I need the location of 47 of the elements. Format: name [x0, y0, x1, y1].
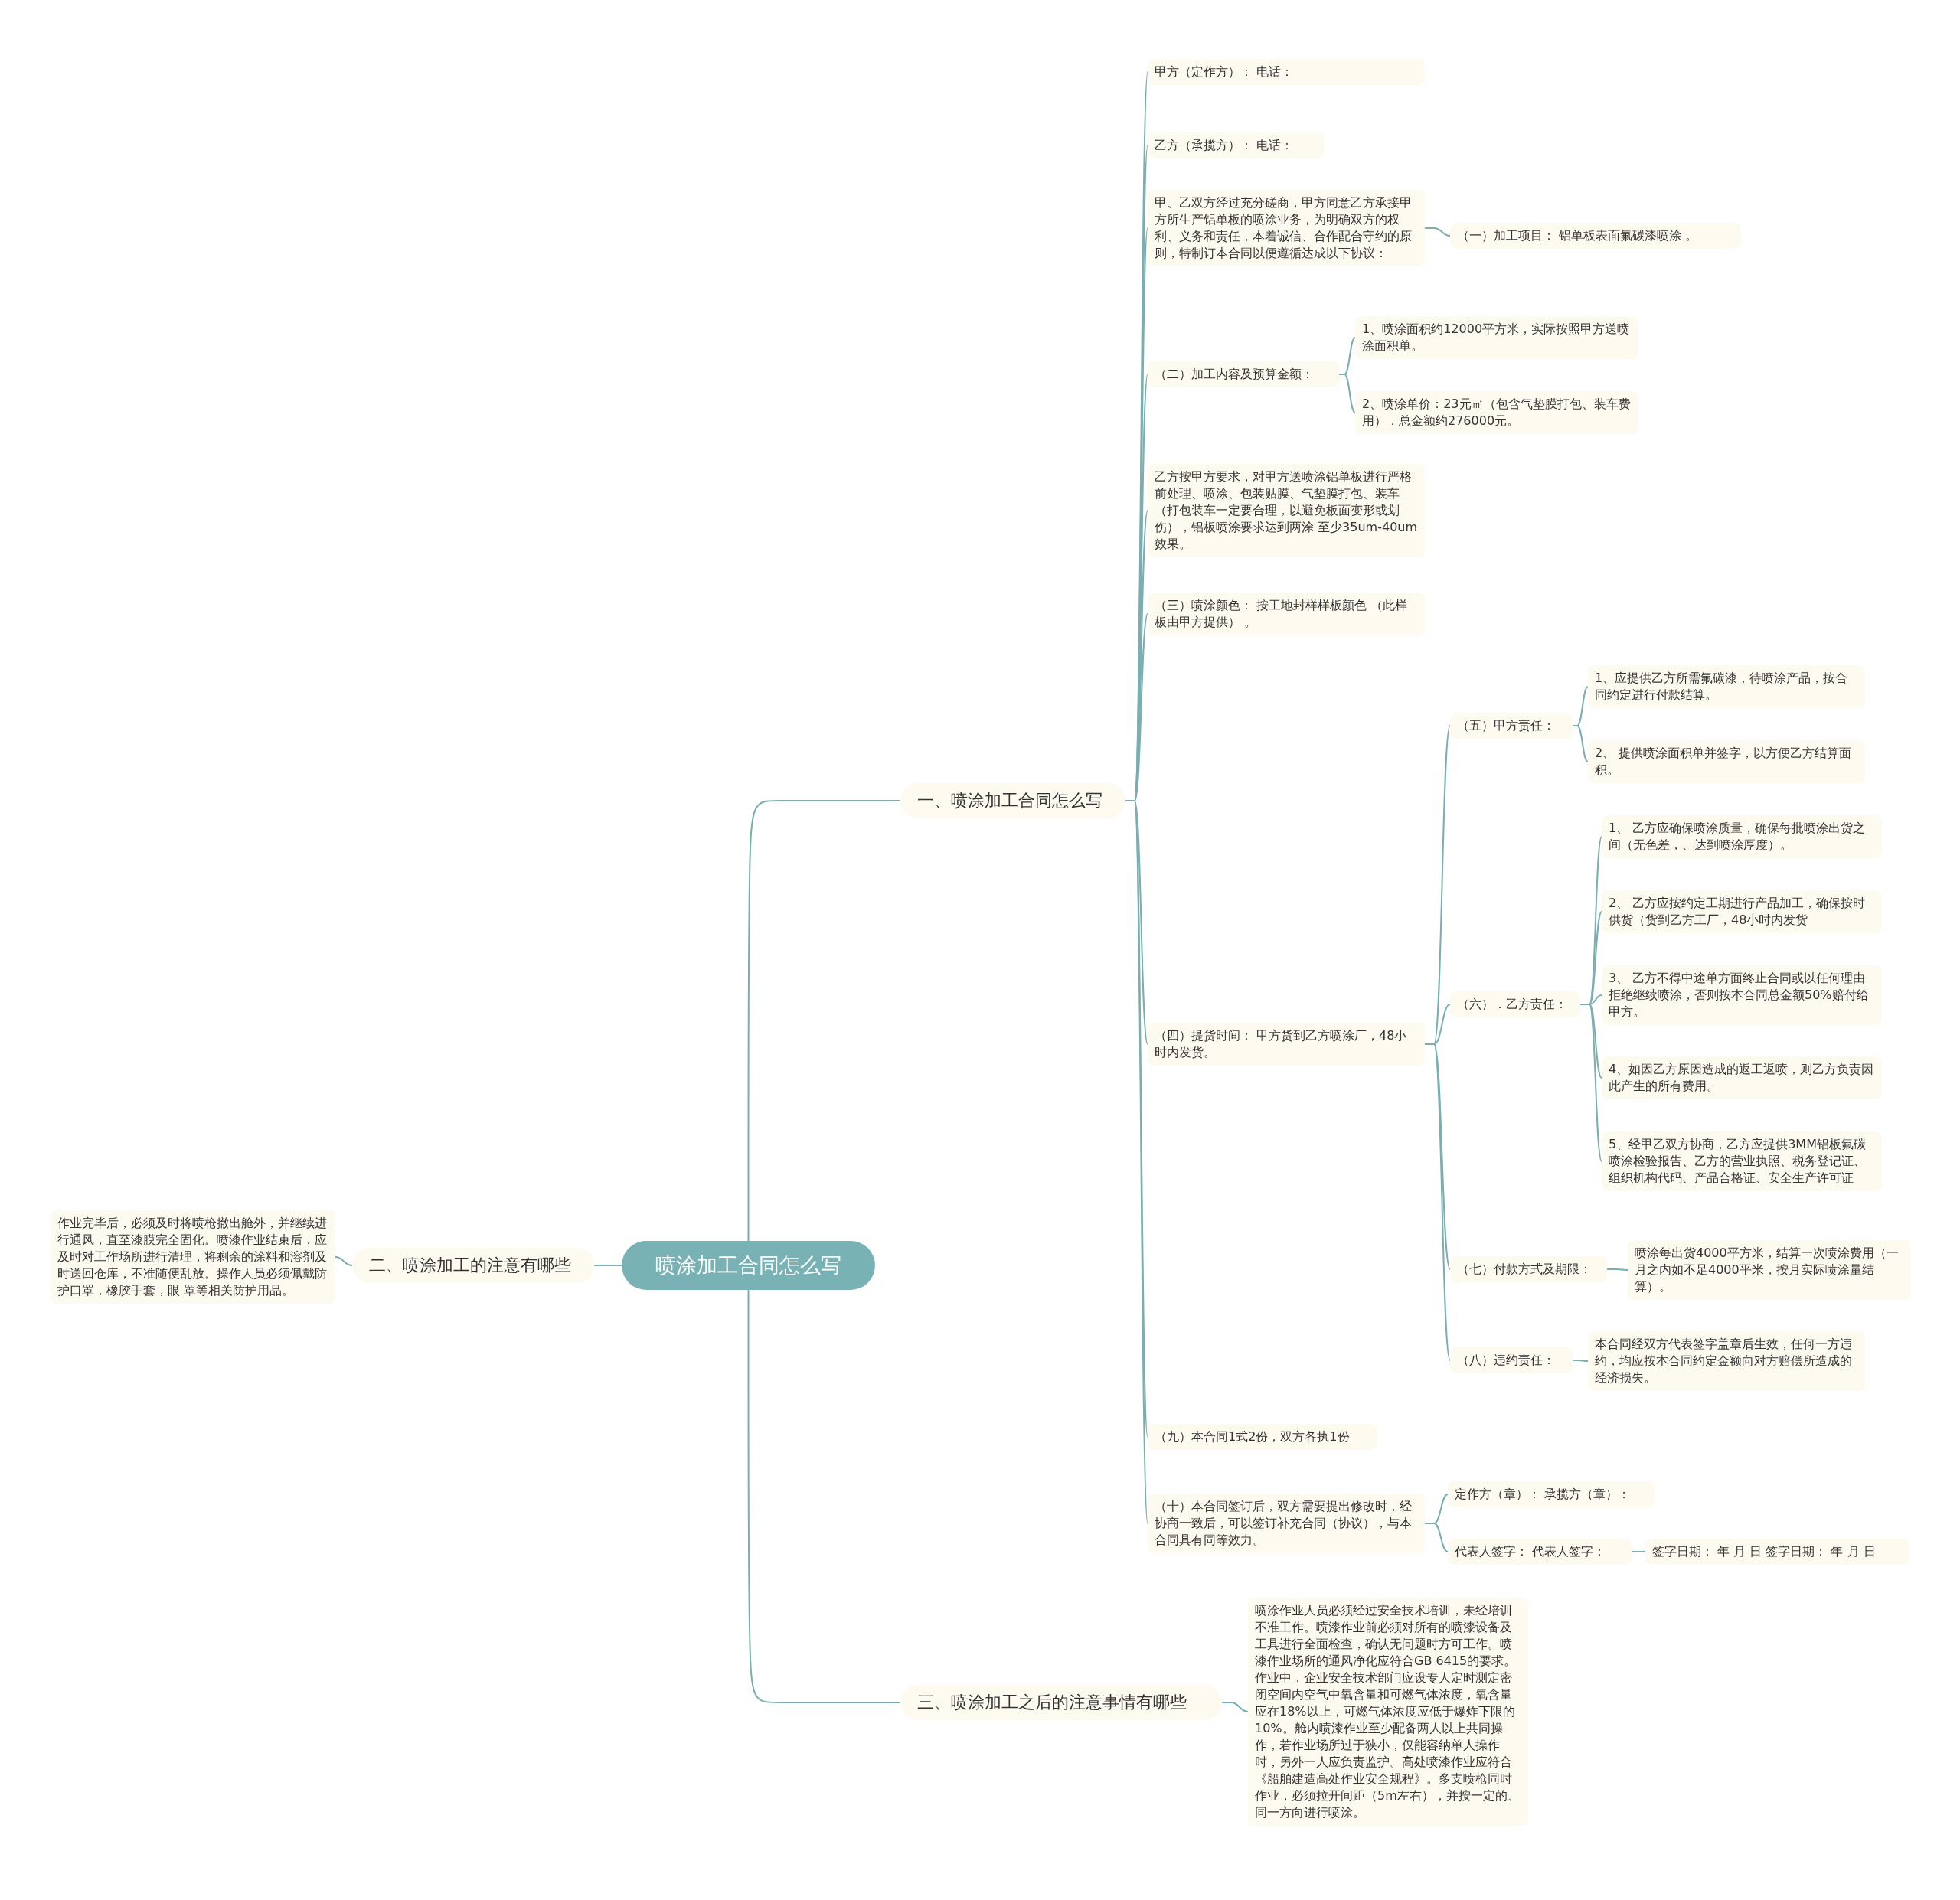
topic-card: （十）本合同签订后，双方需要提出修改时，经协商一致后，可以签订补充合同（协议），与本合同具有同等效力。 — [1148, 1494, 1425, 1553]
topic-card: 甲方（定作方）： 电话： — [1148, 59, 1425, 85]
topic-card: 乙方按甲方要求，对甲方送喷涂铝单板进行严格前处理、喷涂、包装贴膜、气垫膜打包、装车（打包装车一定要合理，以避免板面变形或划伤），铝板喷涂要求达到两涂 至少35um-40um 效果。 — [1148, 464, 1425, 557]
topic-card: 本合同经双方代表签字盖章后生效，任何一方违约，均应按本合同约定金额向对方赔偿所造成的经济损失。 — [1588, 1331, 1865, 1391]
topic-card: 定作方（章）： 承揽方（章）： — [1448, 1481, 1655, 1507]
topic-card: 甲、乙双方经过充分磋商，甲方同意乙方承接甲方所生产铝单板的喷涂业务，为明确双方的权利、义务和责任，本着诚信、合作配合守约的原则，特制订本合同以便遵循达成以下协议： — [1148, 190, 1425, 266]
topic-card: （八）违约责任： — [1450, 1347, 1573, 1373]
connector-line — [1221, 1702, 1249, 1712]
topic-card: （六）．乙方责任： — [1450, 991, 1580, 1017]
topic-card: 1、喷涂面积约12000平方米，实际按照甲方送喷涂面积单。 — [1355, 316, 1638, 359]
connector-line — [1631, 1551, 1646, 1552]
topic-card: 喷涂作业人员必须经过安全技术培训，未经培训不准工作。喷漆作业前必须对所有的喷漆设备及工具进行全面检查，确认无问题时方可工作。喷漆作业场所的通风净化应符合GB 6415的要求。作业中，企业安全技术部门应设专人定时测定密闭空间内空气中氧含量和可燃气体浓度，氧含量应在18%以上，可燃气体浓度应低于爆炸下限的10%。舱内喷漆作业至少配备两人以上共同操作，若作业场所过于狭小，仅能容纳单人操作时，另外一人应负责监护。高处喷漆作业应符合《船舶建造高处作业安全规程》。多支喷枪同时作业，必须拉开间距（5m左右），并按一定的、同一方向进行喷涂。 — [1248, 1598, 1528, 1826]
branch-topic: 三、喷涂加工之后的注意事情有哪些 — [900, 1685, 1222, 1720]
connector-line — [1572, 1360, 1589, 1362]
topic-card: （九）本合同1式2份，双方各执1份 — [1148, 1424, 1377, 1450]
branch-topic: 一、喷涂加工合同怎么写 — [900, 783, 1125, 818]
topic-card: 1、应提供乙方所需氟碳漆，待喷涂产品，按合同约定进行付款结算。 — [1588, 665, 1865, 708]
topic-card: （三）喷涂颜色： 按工地封样样板颜色 （此样板由甲方提供） 。 — [1148, 593, 1425, 635]
connector-line — [1338, 374, 1356, 413]
topic-card: （四）提货时间： 甲方货到乙方喷涂厂，48小时内发货。 — [1148, 1023, 1425, 1066]
topic-card: 2、 乙方应按约定工期进行产品加工，确保按时供货（货到乙方工厂，48小时内发货 — [1602, 890, 1882, 933]
topic-card: （二）加工内容及预算金额： — [1148, 361, 1339, 387]
topic-card: 乙方（承揽方）： 电话： — [1148, 132, 1324, 158]
connector-line — [593, 1265, 622, 1266]
connector-line — [1572, 725, 1589, 762]
topic-card: 作业完毕后，必须及时将喷枪撤出舱外，并继续进行通风，直至漆膜完全固化。喷漆作业结束后，应及时对工作场所进行清理，将剩余的涂料和溶剂及时送回仓库，不准随便乱放。操作人员必须佩戴防护口罩，橡胶手套，眼 罩等相关防护用品。 — [51, 1210, 335, 1304]
topic-card: 喷涂每出货4000平方米，结算一次喷涂费用（一月之内如不足4000平米，按月实际喷涂量结算）。 — [1628, 1240, 1911, 1300]
topic-card: （一）加工项目： 铝单板表面氟碳漆喷涂 。 — [1450, 223, 1741, 249]
connector-line — [747, 800, 901, 1242]
connector-line — [1424, 1523, 1449, 1552]
central-topic: 喷涂加工合同怎么写 — [622, 1241, 875, 1290]
connector-line — [1424, 227, 1451, 237]
topic-card: 签字日期： 年 月 日 签字日期： 年 月 日 — [1645, 1539, 1909, 1565]
topic-card: 5、经甲乙双方协商，乙方应提供3MM铝板氟碳喷涂检验报告、乙方的营业执照、税务登记证、组织机构代码、产品合格证、安全生产许可证 — [1602, 1131, 1882, 1191]
connector-line — [335, 1256, 353, 1266]
connector-line — [1606, 1268, 1628, 1271]
topic-card: 2、 提供喷涂面积单并签字，以方便乙方结算面积。 — [1588, 740, 1865, 783]
topic-card: 1、 乙方应确保喷涂质量，确保每批喷涂出货之间（无色差，、达到喷涂厚度）。 — [1602, 815, 1882, 858]
branch-topic: 二、喷涂加工的注意有哪些 — [352, 1248, 594, 1283]
connector-line — [1579, 1004, 1602, 1162]
topic-card: 代表人签字： 代表人签字： — [1448, 1539, 1632, 1565]
topic-card: 4、如因乙方原因造成的返工返喷，则乙方负责因此产生的所有费用。 — [1602, 1056, 1882, 1099]
topic-card: （七）付款方式及期限： — [1450, 1256, 1607, 1282]
connector-line — [747, 1289, 901, 1703]
topic-card: 3、 乙方不得中途单方面终止合同或以任何理由拒绝继续喷涂，否则按本合同总金额50%赔付给甲方。 — [1602, 965, 1882, 1025]
topic-card: 2、喷涂单价：23元㎡（包含气垫膜打包、装车费用），总金额约276000元。 — [1355, 391, 1638, 434]
topic-card: （五）甲方责任： — [1450, 713, 1573, 739]
